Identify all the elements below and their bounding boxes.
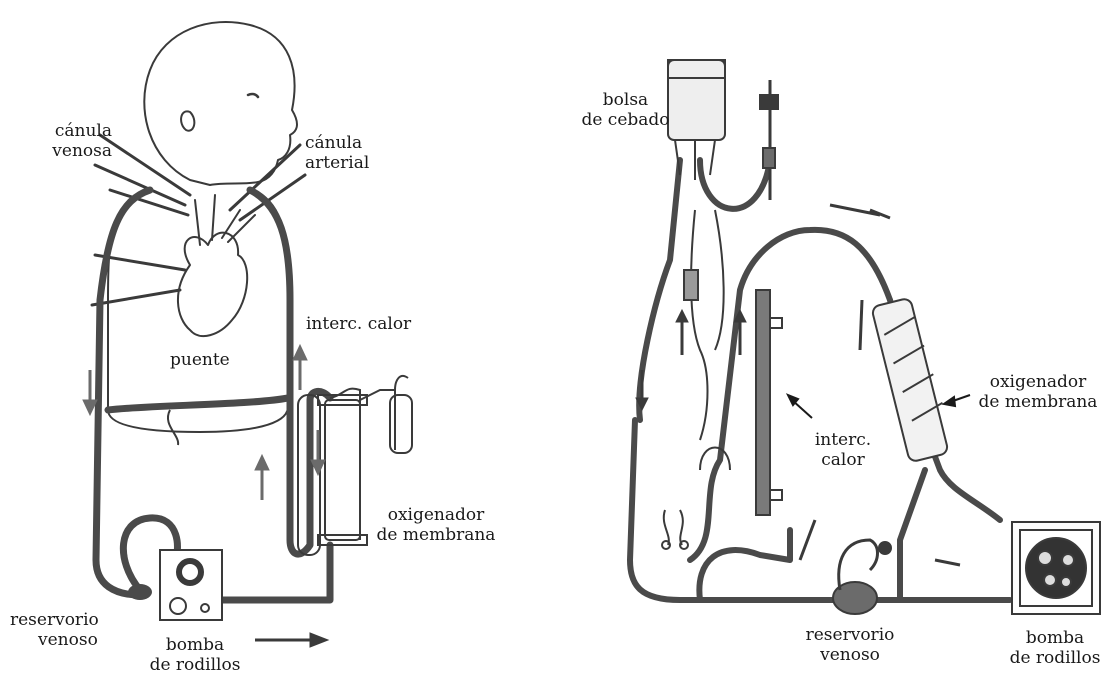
label-oxigenador-right: oxigenador de membrana [972,372,1104,412]
label-bolsa-cebado: bolsa de cebado [578,90,673,130]
label-interc-calor-left: interc. calor [306,314,411,334]
label-bomba-left: bomba de rodillos [140,635,250,675]
infant-ear [181,111,194,130]
label-canula-arterial: cánula arterial [305,133,369,173]
label-bomba-right: bomba de rodillos [1003,628,1107,668]
label-canula-venosa: cánula venosa [22,121,112,161]
label-reservorio-right: reservorio venoso [790,625,910,665]
infant-eye [248,94,258,97]
label-reservorio-left: reservorio venoso [10,610,99,650]
bridge-line [108,398,288,410]
oxygenator-right [871,298,949,463]
infant-head [144,22,297,185]
heat-exchanger-right [756,290,770,515]
label-puente: puente [170,350,230,370]
label-interc-calor-right: interc. calor [808,430,878,470]
priming-bag [668,60,725,140]
oxygenator-left [325,400,360,540]
label-oxigenador-left: oxigenador de membrana [370,505,502,545]
heart [178,233,247,336]
venous-reservoir-left [128,584,152,600]
